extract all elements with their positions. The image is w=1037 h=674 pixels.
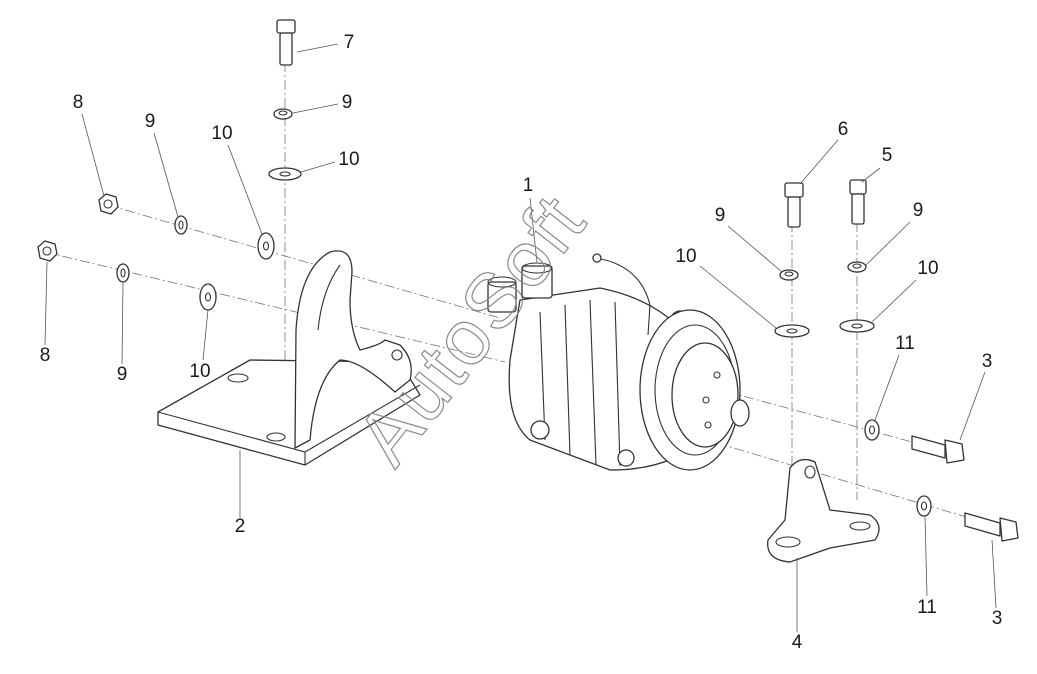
washer-10-right-b — [839, 319, 875, 333]
callout-4: 4 — [792, 632, 803, 653]
leader-lines — [44, 43, 997, 632]
washer-9-top — [273, 108, 293, 120]
callout-8-lower: 8 — [40, 345, 51, 366]
bolt-3-lower — [964, 512, 1019, 542]
callout-5: 5 — [882, 145, 893, 166]
callout-7: 7 — [344, 32, 355, 53]
nut-8-lower — [37, 240, 58, 262]
washer-10-lower — [199, 283, 217, 311]
callout-9-upper: 9 — [145, 111, 156, 132]
callout-10-lower: 10 — [189, 361, 210, 382]
callout-10-top: 10 — [338, 149, 359, 170]
washer-9-lower — [116, 263, 130, 283]
bracket-2 — [157, 250, 421, 466]
compressor-1 — [487, 253, 750, 471]
callout-1: 1 — [523, 175, 534, 196]
callout-9-right-a: 9 — [715, 205, 726, 226]
callout-2: 2 — [235, 516, 246, 537]
bolt-3-upper — [911, 435, 965, 464]
nut-8-upper — [98, 193, 119, 215]
bracket-4 — [767, 458, 880, 563]
callout-3-upper: 3 — [982, 351, 993, 372]
washer-9-right-a — [779, 269, 799, 281]
bolt-6 — [784, 182, 804, 228]
callout-11-upper: 11 — [895, 333, 915, 354]
callout-3-lower: 3 — [992, 608, 1003, 629]
washer-9-right-b — [847, 261, 867, 273]
callout-11-lower: 11 — [917, 597, 937, 618]
callout-10-upper: 10 — [211, 123, 232, 144]
callout-6: 6 — [838, 119, 849, 140]
callout-9-top: 9 — [342, 92, 353, 113]
bolt-7 — [276, 19, 296, 66]
callout-10-right-a: 10 — [675, 246, 696, 267]
washer-10-right-a — [774, 324, 810, 338]
washer-10-top — [268, 167, 302, 181]
callout-10-right-b: 10 — [917, 258, 938, 279]
washer-10-upper — [257, 232, 275, 260]
washer-11-upper — [864, 419, 880, 441]
callout-8-upper: 8 — [73, 92, 84, 113]
washer-9-upper — [174, 215, 188, 235]
callout-9-right-b: 9 — [913, 200, 924, 221]
bolt-5 — [849, 179, 867, 225]
callout-labels: 7 9 10 8 9 10 8 9 10 1 2 6 5 9 9 10 10 1… — [40, 32, 1003, 653]
washer-11-lower — [916, 495, 932, 517]
callout-9-lower: 9 — [117, 364, 128, 385]
